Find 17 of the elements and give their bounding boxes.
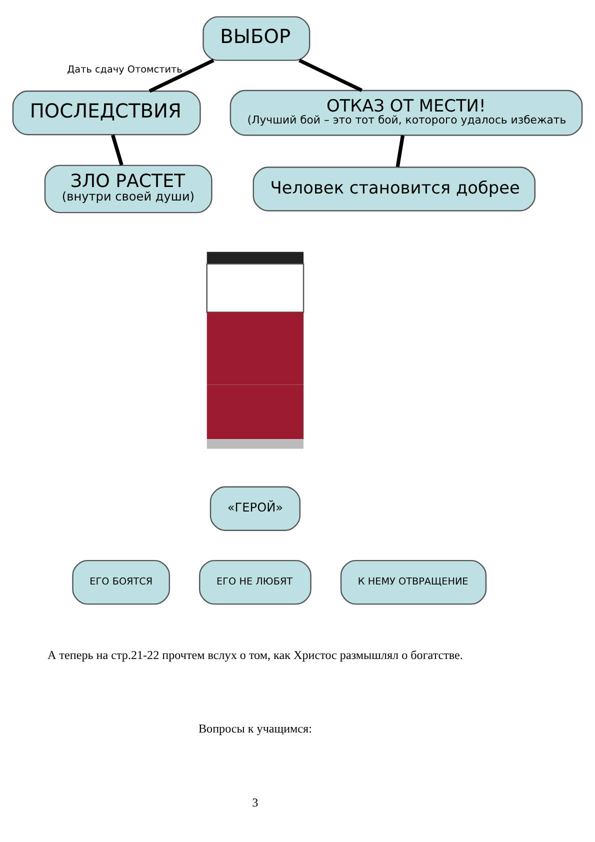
node-box: Человек становится добрее [252,166,536,212]
label: А теперь на стр.21-22 прочтем вслух о том, как Христос размышлял о богатстве. [48,648,463,662]
node-box: ВЫБОР [202,16,310,61]
edge-label: Дать сдачу Отомстить [67,64,182,76]
node-box: ОТКАЗ ОТ МЕСТИ! (Лучший бой – это тот бой, которого удалось избежать [230,90,583,136]
connector [148,58,214,93]
label: Вопросы к учащимся: [198,722,312,736]
connector [111,134,124,166]
connector [298,58,363,92]
node-box: ЗЛО РАСТЕТ (внутри своей души) [44,164,212,214]
node-box: ЕГО БОЯТСЯ [72,560,170,605]
node-box: ЕГО НЕ ЛЮБЯТ [199,560,312,605]
connector [396,135,405,168]
label: 3 [252,795,258,810]
node-box: К НЕМУ ОТВРАЩЕНИЕ [340,560,487,605]
node-box: ПОСЛЕДСТВИЯ [12,90,201,136]
node-box: «ГЕРОЙ» [210,486,301,531]
